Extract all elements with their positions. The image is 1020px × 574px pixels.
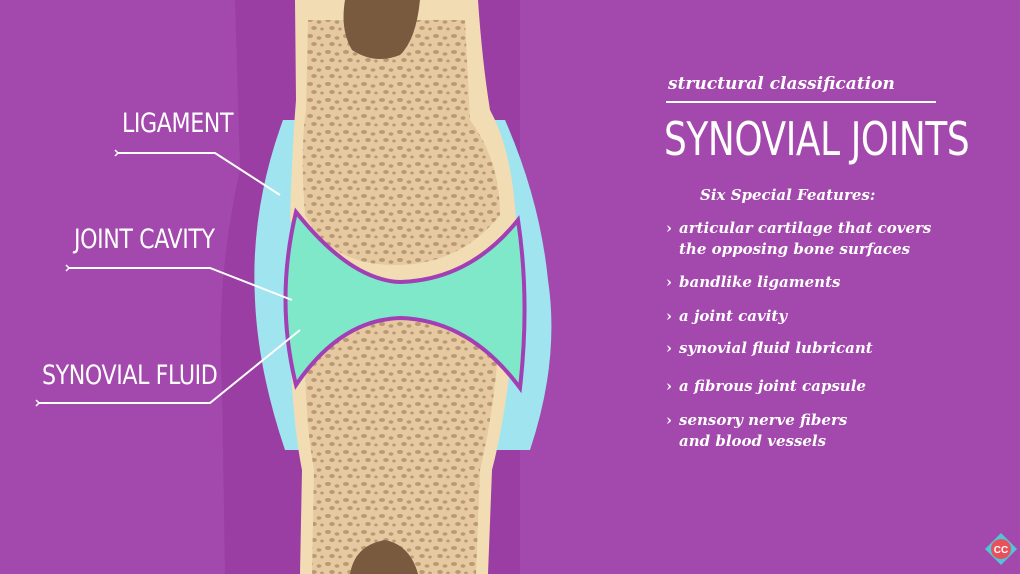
page-title: SYNOVIAL JOINTS [664,112,970,166]
ligament-label: LIGAMENT [122,108,234,139]
synovial-fluid-leader-arrow [35,399,41,407]
subtitle: structural classification [668,74,895,94]
feature-item: › synovial fluid lubricant [666,338,873,359]
joint-cavity-leader-arrow [65,264,71,272]
title-divider [666,101,936,103]
lower-marrow [350,540,418,574]
joint-cavity-leader-line [69,267,293,301]
upper-bone-spongy [302,20,500,265]
feature-item: › a fibrous joint capsule [666,376,866,397]
feature-text: articular cartilage that covers the oppo… [679,219,932,258]
upper-marrow [343,0,420,59]
feature-text: bandlike ligaments [679,273,841,291]
crash-course-logo: CC [985,533,1017,565]
chevron-right-icon: › [666,307,672,325]
feature-item: › a joint cavity [666,306,787,327]
synovial-fluid-label: SYNOVIAL FLUID [42,360,218,391]
feature-text: a joint cavity [679,307,788,325]
ligament-leader [114,149,120,157]
logo-text: CC [994,545,1008,556]
features-heading: Six Special Features: [700,186,876,204]
chevron-right-icon: › [666,219,672,237]
joint-cavity-label: JOINT CAVITY [74,224,215,255]
feature-text: a fibrous joint capsule [679,377,866,395]
feature-item: › articular cartilage that covers the op… [666,218,931,260]
chevron-right-icon: › [666,339,672,357]
feature-text: sensory nerve fibers and blood vessels [679,411,848,450]
feature-text: synovial fluid lubricant [679,339,873,357]
synovial-fluid-leader-line [39,329,301,404]
chevron-right-icon: › [666,377,672,395]
feature-item: › bandlike ligaments [666,272,840,293]
lower-bone-spongy [305,318,498,574]
ligament-leader-line [118,152,281,196]
synovial-fluid [283,207,527,394]
chevron-right-icon: › [666,411,672,429]
feature-item: › sensory nerve fibers and blood vessels [666,410,847,452]
chevron-right-icon: › [666,273,672,291]
